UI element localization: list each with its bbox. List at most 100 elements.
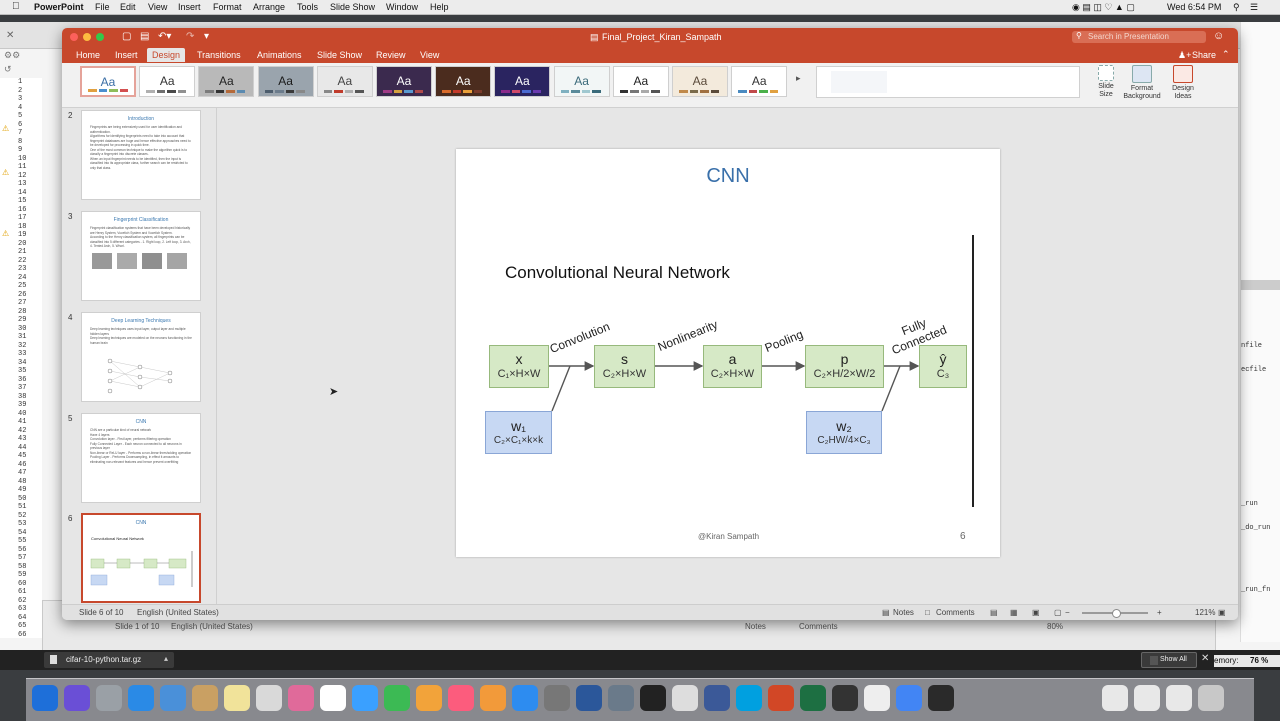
app-store-icon[interactable] (512, 685, 538, 711)
menu-file[interactable]: File (95, 2, 110, 12)
slide-title[interactable]: CNN (706, 165, 750, 187)
theme-option-2[interactable]: Aa (139, 66, 196, 97)
minimize-window-button[interactable] (83, 33, 91, 41)
close-icon[interactable]: ✕ (6, 30, 15, 41)
quicktime-icon[interactable] (928, 685, 954, 711)
siri-icon[interactable] (64, 685, 90, 711)
close-icon[interactable]: ✕ (1201, 653, 1210, 664)
slide-size-button[interactable]: Slide Size (1092, 65, 1120, 99)
folder-stack-icon[interactable] (1134, 685, 1160, 711)
slide-thumbnail-5[interactable]: CNN CNN are a particular kind of neural … (81, 413, 201, 503)
notes-folder-icon[interactable] (192, 685, 218, 711)
zoom-slider[interactable] (1082, 609, 1148, 618)
fit-to-window-icon[interactable]: ▣ (1218, 608, 1226, 617)
slide-sorter-icon[interactable]: ▦ (1010, 608, 1018, 617)
show-all-button[interactable]: Show All (1141, 652, 1197, 668)
zoom-in-button[interactable]: + (1157, 608, 1162, 617)
normal-view-icon[interactable]: ▤ (990, 608, 998, 617)
gear-icon[interactable]: ⚙⚙ (4, 50, 21, 60)
mail-icon[interactable] (608, 685, 634, 711)
slide-thumbnail-2[interactable]: Introduction Fingerprints are being exte… (81, 110, 201, 200)
menu-format[interactable]: Format (213, 2, 242, 12)
textedit-icon[interactable] (672, 685, 698, 711)
sidebar-toggle-icon[interactable]: ▢ (122, 31, 132, 42)
tab-view[interactable]: View (420, 50, 440, 60)
weight-w1[interactable]: w₁ C₂×C₁×k×k (485, 411, 552, 454)
zoom-slider-thumb[interactable] (1112, 609, 1121, 618)
powerpoint-icon[interactable] (768, 685, 794, 711)
itunes-icon[interactable] (288, 685, 314, 711)
slide-heading[interactable]: Convolutional Neural Network (505, 263, 730, 282)
save-icon[interactable]: ▤ (140, 31, 150, 42)
terminal-icon[interactable] (640, 685, 666, 711)
format-background-button[interactable]: Format Background (1120, 65, 1164, 101)
pages-icon[interactable] (416, 685, 442, 711)
finder-icon[interactable] (32, 685, 58, 711)
menu-help[interactable]: Help (430, 2, 449, 12)
zoom-window-button[interactable] (96, 33, 104, 41)
menu-arrange[interactable]: Arrange (253, 2, 286, 12)
slide-thumbnail-4[interactable]: Deep Learning Techniques Deep learning t… (81, 312, 201, 402)
node-p[interactable]: p C₂×H/2×W/2 (805, 345, 884, 388)
tab-design[interactable]: Design (147, 48, 186, 62)
design-ideas-button[interactable]: Design Ideas (1168, 65, 1198, 101)
word-icon[interactable] (576, 685, 602, 711)
language[interactable]: English (United States) (137, 608, 219, 617)
bg-comments-button[interactable]: Comments (799, 622, 838, 631)
slide-thumbnail-3[interactable]: Fingerprint Classification Fingerprint c… (81, 211, 201, 301)
theme-option-5[interactable]: Aa (316, 66, 373, 97)
documents-stack-icon[interactable] (1166, 685, 1192, 711)
tab-transitions[interactable]: Transitions (197, 50, 241, 60)
skype-icon[interactable] (736, 685, 762, 711)
comments-icon[interactable]: □ (925, 608, 930, 617)
notes-button[interactable]: Notes (893, 608, 914, 617)
smiley-feedback-icon[interactable]: ☺ (1213, 30, 1225, 42)
tab-review[interactable]: Review (376, 50, 406, 60)
apple-icon[interactable]:  (12, 1, 20, 13)
customize-toolbar-icon[interactable]: ▾ (204, 31, 210, 42)
notes-icon[interactable]: ▤ (882, 608, 890, 617)
share-icon[interactable]: ♟+ (1178, 50, 1192, 60)
redo-icon[interactable]: ↷ (186, 31, 195, 42)
theme-option-10[interactable]: Aa (612, 66, 669, 97)
variants-gallery[interactable] (816, 66, 1080, 98)
remote-desktop-icon[interactable] (704, 685, 730, 711)
menu-view[interactable]: View (148, 2, 168, 12)
menu-list-icon[interactable]: ☰ (1250, 2, 1259, 12)
node-y-hat[interactable]: ŷ C₃ (919, 345, 967, 388)
status-icons[interactable]: ◉ ▤ ◫ ♡ ▲ ▢ (1072, 2, 1135, 12)
menu-slide-show[interactable]: Slide Show (330, 2, 376, 12)
slide-footer[interactable]: @Kiran Sampath (698, 532, 760, 541)
theme-option-1[interactable]: Aa (80, 66, 136, 97)
chevron-up-icon[interactable]: ▴ (164, 654, 169, 663)
presenter-view-icon[interactable]: ▢ (1054, 608, 1062, 617)
numbers-icon[interactable] (448, 685, 474, 711)
facetime-icon[interactable] (384, 685, 410, 711)
photos-icon[interactable] (256, 685, 282, 711)
menu-window[interactable]: Window (386, 2, 419, 12)
preview-icon[interactable] (160, 685, 186, 711)
chrome-icon[interactable] (896, 685, 922, 711)
app-menu[interactable]: PowerPoint (34, 2, 84, 12)
menu-insert[interactable]: Insert (178, 2, 201, 12)
messages-icon[interactable] (352, 685, 378, 711)
menu-tools[interactable]: Tools (297, 2, 319, 12)
bg-notes-button[interactable]: Notes (745, 622, 766, 631)
gallery-next-icon[interactable]: ▸ (796, 73, 801, 83)
stickies-icon[interactable] (224, 685, 250, 711)
undo-icon[interactable]: ↶▾ (158, 31, 172, 42)
download-item[interactable]: cifar-10-python.tar.gz ▴ (44, 652, 174, 668)
trash-icon[interactable] (1198, 685, 1224, 711)
close-window-button[interactable] (70, 33, 78, 41)
tab-home[interactable]: Home (76, 50, 101, 60)
theme-option-11[interactable]: Aa (672, 66, 728, 97)
calendar-icon[interactable] (320, 685, 346, 711)
notes-icon[interactable] (864, 685, 890, 711)
zoom-out-button[interactable]: − (1065, 608, 1070, 617)
theme-option-6[interactable]: Aa (376, 66, 432, 97)
excel-icon[interactable] (800, 685, 826, 711)
tab-animations[interactable]: Animations (257, 50, 302, 60)
theme-option-3[interactable]: Aa (198, 66, 255, 97)
keynote-icon[interactable] (480, 685, 506, 711)
system-preferences-icon[interactable] (544, 685, 570, 711)
